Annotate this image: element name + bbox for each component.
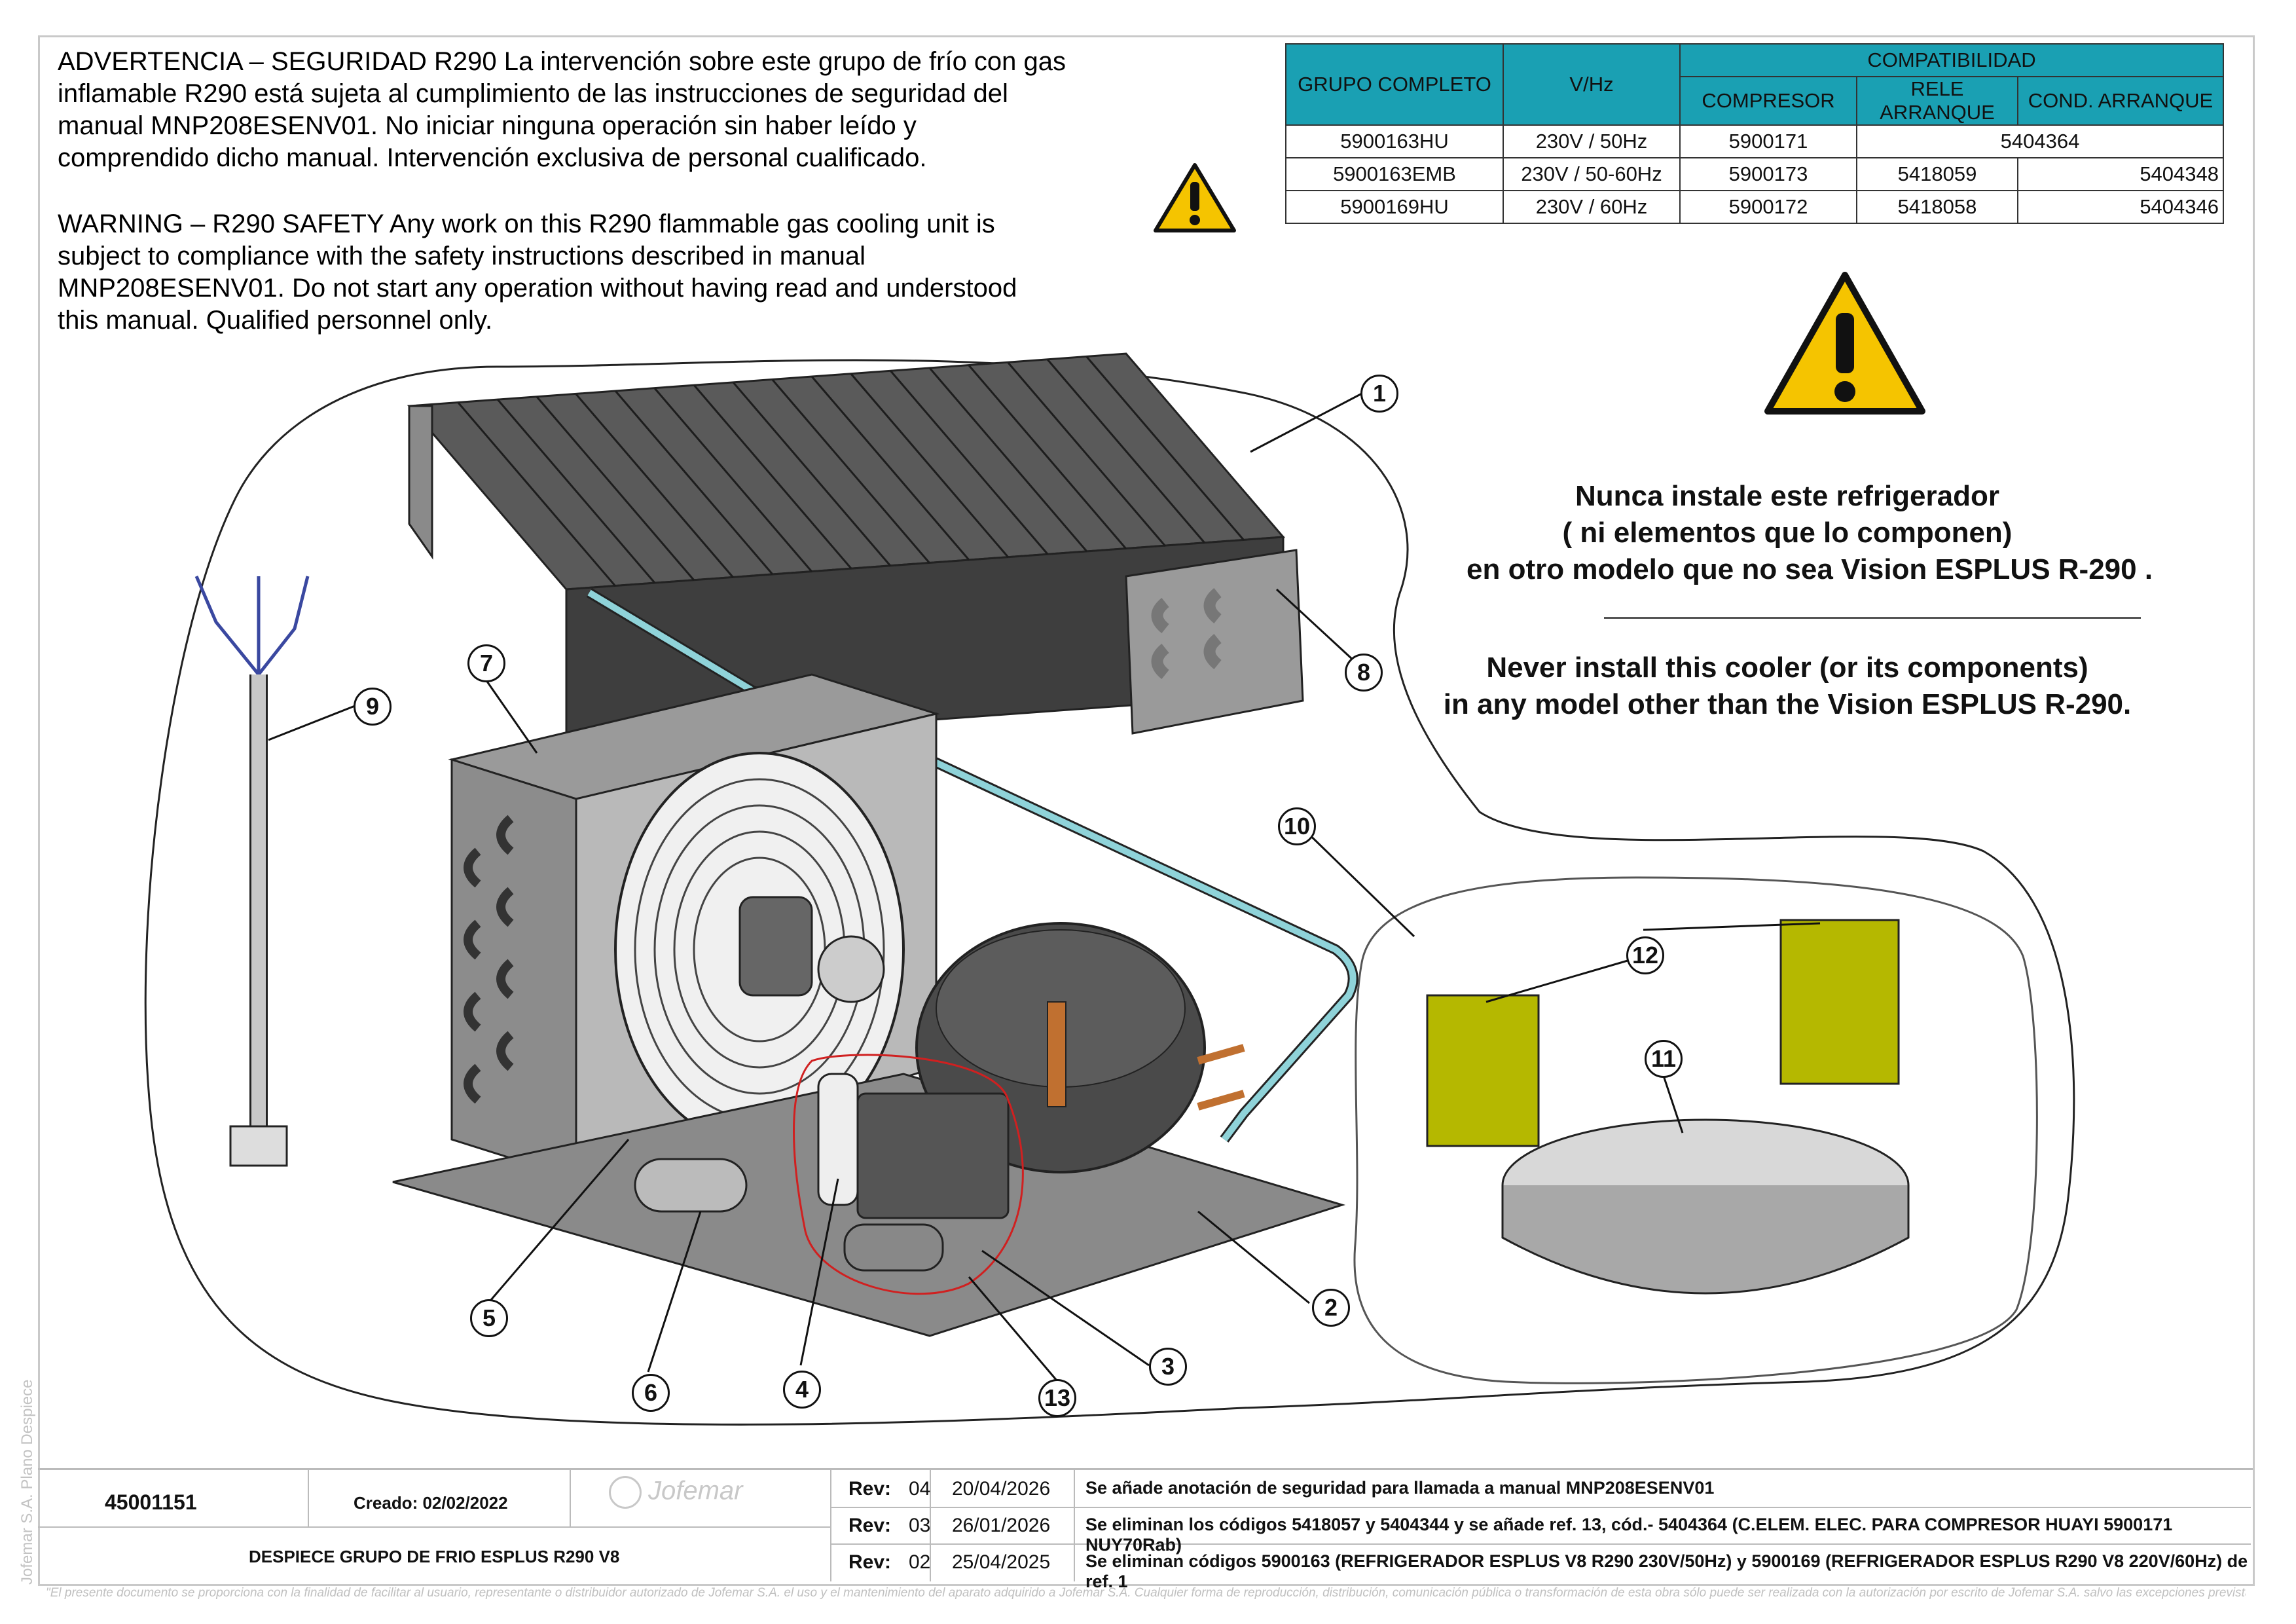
warning-english: WARNING – R290 SAFETY Any work on this R… (58, 208, 1157, 337)
rev-label: Rev: (848, 1478, 892, 1500)
leader-lines (268, 392, 1821, 1386)
rev-number: 02 (909, 1551, 931, 1573)
col-header-cond: COND. ARRANQUE (2017, 76, 2224, 126)
drawing-frame (38, 35, 2255, 1586)
cell-vhz: 230V / 60Hz (1503, 190, 1681, 224)
drip-tray (1501, 1118, 1910, 1295)
revision-row: Rev: 02 25/04/2025 Se eliminan códigos 5… (830, 1543, 2251, 1591)
warning-es-line: manual MNP208ESENV01. No iniciar ninguna… (58, 111, 917, 140)
cell-merged: 5404364 (1856, 124, 2224, 158)
callout-3: 3 (1149, 1348, 1187, 1386)
callout-5: 5 (470, 1299, 508, 1337)
warning-es-line: inflamable R290 está sujeta al cumplimie… (58, 79, 1008, 108)
warning-en-line: this manual. Qualified personnel only. (58, 306, 493, 335)
callout-10: 10 (1278, 807, 1316, 845)
title-block (38, 1468, 2253, 1583)
rev-date: 26/01/2026 (952, 1515, 1051, 1536)
cell-vhz: 230V / 50-60Hz (1503, 157, 1681, 191)
cell-compresor: 5900172 (1679, 190, 1857, 224)
rev-text: Se eliminan códigos 5900163 (REFRIGERADO… (1085, 1551, 2248, 1591)
protective-covers (1426, 919, 1900, 1147)
cell-compresor: 5900171 (1679, 124, 1857, 158)
logo-text: Jofemar (648, 1476, 743, 1505)
callout-13: 13 (1038, 1379, 1076, 1417)
callout-1: 1 (1360, 375, 1398, 413)
rev-number: 03 (909, 1515, 931, 1536)
warning-es-line: ADVERTENCIA – SEGURIDAD R290 La interven… (58, 47, 1066, 76)
col-header-rele: RELE ARRANQUE (1856, 76, 2018, 126)
filter-drier (634, 1158, 748, 1213)
accessories-outline (1353, 876, 2038, 1384)
notice-es-line: ( ni elementos que lo componen) (1562, 517, 2013, 549)
legal-footer-note: "El presente documento se proporciona co… (46, 1586, 2246, 1600)
created-date: Creado: 02/02/2022 (354, 1493, 508, 1513)
revision-row: Rev: 03 26/01/2026 Se eliminan los códig… (830, 1507, 2251, 1555)
cell-rele: 5418059 (1856, 157, 2018, 191)
warning-es-line: comprendido dicho manual. Intervención e… (58, 143, 927, 172)
col-header-compresor: COMPRESOR (1679, 76, 1857, 126)
rev-date: 25/04/2025 (952, 1551, 1051, 1573)
condenser-unit (448, 673, 940, 1181)
cell-compresor: 5900173 (1679, 157, 1857, 191)
table-row: 5900163HU 230V / 50Hz 5900171 5404364 (1285, 124, 2224, 158)
cell-group: 5900163EMB (1285, 157, 1504, 191)
rev-text: Se añade anotación de seguridad para lla… (1085, 1478, 1715, 1498)
warning-spanish: ADVERTENCIA – SEGURIDAD R290 La interven… (58, 46, 1157, 174)
table-row: 5900163EMB 230V / 50-60Hz 5900173 541805… (1285, 157, 2224, 191)
cell-cond: 5404348 (2017, 157, 2224, 191)
callout-9: 9 (354, 688, 392, 726)
cell-rele: 5418058 (1856, 190, 2018, 224)
cell-group: 5900169HU (1285, 190, 1504, 224)
evaporator-coil (407, 352, 1304, 748)
cell-cond: 5404346 (2017, 190, 2224, 224)
drawing-title: DESPIECE GRUPO DE FRIO ESPLUS R290 V8 (249, 1547, 620, 1566)
rev-label: Rev: (848, 1551, 892, 1573)
warning-en-line: MNP208ESENV01. Do not start any operatio… (58, 274, 1017, 303)
callout-8: 8 (1345, 654, 1383, 692)
col-header-group: GRUPO COMPLETO (1285, 43, 1504, 126)
rev-date: 20/04/2026 (952, 1478, 1051, 1500)
relay-starter (793, 1054, 1024, 1295)
warning-sign-large-icon (1764, 272, 1925, 415)
callout-2: 2 (1312, 1289, 1350, 1327)
callout-12: 12 (1626, 936, 1664, 974)
notice-es-line: en otro modelo que no sea Vision ESPLUS … (1467, 553, 2153, 585)
drawing-number: 45001151 (105, 1490, 197, 1514)
notice-en-line: in any model other than the Vision ESPLU… (1443, 688, 2132, 720)
notice-es-line: Nunca instale este refrigerador (1575, 480, 1999, 512)
rev-number: 04 (909, 1478, 931, 1500)
jofemar-logo: Jofemar (609, 1476, 743, 1509)
notice-en-line: Never install this cooler (or its compon… (1486, 652, 2088, 684)
power-cable (194, 576, 310, 1167)
callout-11: 11 (1645, 1040, 1683, 1078)
warning-en-line: subject to compliance with the safety in… (58, 242, 866, 270)
col-header-vhz: V/Hz (1503, 43, 1681, 126)
notice-english: Never install this cooler (or its compon… (1427, 650, 2147, 723)
side-watermark: Jofemar S.A. Plano Despiece (18, 1379, 36, 1585)
table-row: 5900169HU 230V / 60Hz 5900172 5418058 54… (1285, 190, 2224, 224)
rev-label: Rev: (848, 1515, 892, 1536)
warning-en-line: WARNING – R290 SAFETY Any work on this R… (58, 210, 995, 238)
callout-7: 7 (467, 644, 505, 682)
rev-text: Se eliminan los códigos 5418057 y 540434… (1085, 1515, 2173, 1555)
cell-group: 5900163HU (1285, 124, 1504, 158)
compatibility-table: GRUPO COMPLETO V/Hz COMPATIBILIDAD COMPR… (1285, 43, 2224, 224)
notice-divider (1604, 617, 2141, 619)
warning-sign-small-icon (1154, 163, 1236, 232)
revision-row: Rev: 04 20/04/2026 Se añade anotación de… (830, 1470, 2251, 1508)
col-header-compat: COMPATIBILIDAD (1679, 43, 2224, 77)
callout-6: 6 (632, 1374, 670, 1412)
notice-spanish: Nunca instale este refrigerador ( ni ele… (1467, 478, 2153, 588)
callout-4: 4 (783, 1371, 821, 1409)
cell-vhz: 230V / 50Hz (1503, 124, 1681, 158)
